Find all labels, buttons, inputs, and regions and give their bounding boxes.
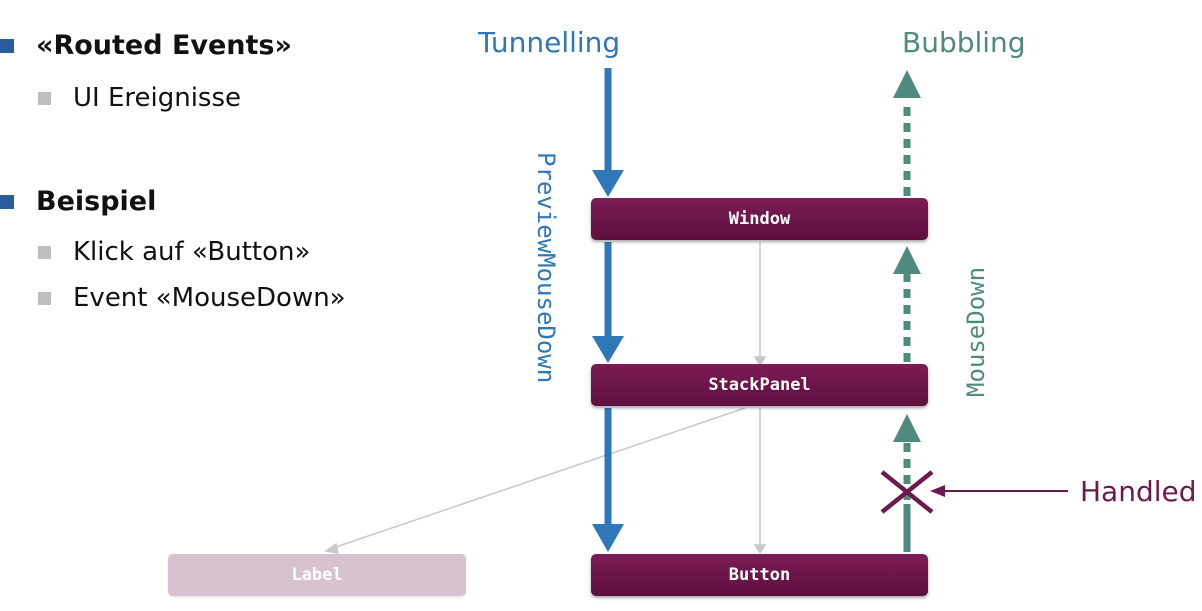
sub-bullet-marker <box>38 246 51 259</box>
tunnel-arrowhead <box>592 524 624 552</box>
bullet-text: «Routed Events» <box>36 30 292 61</box>
handled-pointer <box>930 485 1068 497</box>
tree-arrowhead <box>324 542 339 554</box>
mousedown-label: MouseDown <box>962 266 990 397</box>
sub-bullet-text: Klick auf «Button» <box>73 237 311 267</box>
sub-bullet-text: Event «MouseDown» <box>73 283 346 313</box>
handled-label: Handled <box>1080 475 1197 508</box>
sub-bullet-marker <box>38 92 51 105</box>
handled-cross <box>880 470 934 514</box>
bubble-arrowhead <box>893 246 921 274</box>
label-node: Label <box>168 554 466 596</box>
bubble-arrows <box>893 70 921 552</box>
bubble-arrowhead <box>893 414 921 442</box>
button-node: Button <box>591 554 928 596</box>
bullet-marker <box>0 39 14 53</box>
tree-arrowhead <box>753 356 767 367</box>
bullet-marker <box>0 195 14 209</box>
tree-arrowhead <box>753 544 767 555</box>
sub-bullet-marker <box>38 292 51 305</box>
tunnel-arrowhead <box>592 336 624 363</box>
tunnel-arrows <box>592 68 624 552</box>
bubbling-heading: Bubbling <box>902 26 1026 59</box>
window-node: Window <box>591 198 928 240</box>
stackpanel-node: StackPanel <box>591 364 928 406</box>
bullet-text: Beispiel <box>36 186 157 217</box>
tunnelling-heading: Tunnelling <box>478 26 621 59</box>
preview-mousedown-label: PreviewMouseDown <box>532 152 560 384</box>
bubble-arrowhead <box>893 70 921 98</box>
sub-bullet-text: UI Ereignisse <box>73 83 242 113</box>
tree-line-stackpanel-label <box>332 407 746 549</box>
tunnel-arrowhead <box>592 170 624 197</box>
